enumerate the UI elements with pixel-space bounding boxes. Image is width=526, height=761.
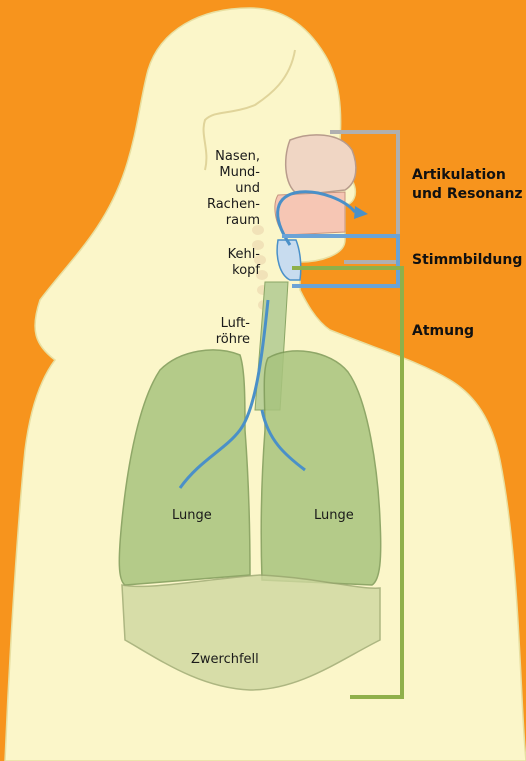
nasal-oral-cavity: [286, 135, 356, 195]
bracket-label-stimmbildung: Stimmbildung: [412, 251, 522, 270]
label-line: kopf: [210, 263, 260, 279]
label-line: Rachen-: [200, 197, 260, 213]
label-luftroehre: Luft- röhre: [200, 316, 250, 348]
label-nasen-mund-rachenraum: Nasen, Mund- und Rachen- raum: [200, 149, 260, 229]
bracket-label-line: und Resonanz: [412, 185, 523, 204]
label-line: Kehl-: [210, 247, 260, 263]
label-zwerchfell: Zwerchfell: [191, 652, 259, 668]
label-line: raum: [200, 213, 260, 229]
bracket-label-atmung: Atmung: [412, 322, 474, 341]
label-line: Luft-: [200, 316, 250, 332]
label-lunge-right: Lunge: [314, 508, 354, 524]
label-line: und: [200, 181, 260, 197]
label-lunge-left: Lunge: [172, 508, 212, 524]
bracket-label-artikulation: Artikulation und Resonanz: [412, 166, 523, 204]
bracket-label-line: Artikulation: [412, 166, 523, 185]
airflow-arrowhead: [354, 206, 368, 219]
label-kehlkopf: Kehl- kopf: [210, 247, 260, 279]
label-line: röhre: [200, 332, 250, 348]
label-line: Mund-: [200, 165, 260, 181]
label-line: Nasen,: [200, 149, 260, 165]
